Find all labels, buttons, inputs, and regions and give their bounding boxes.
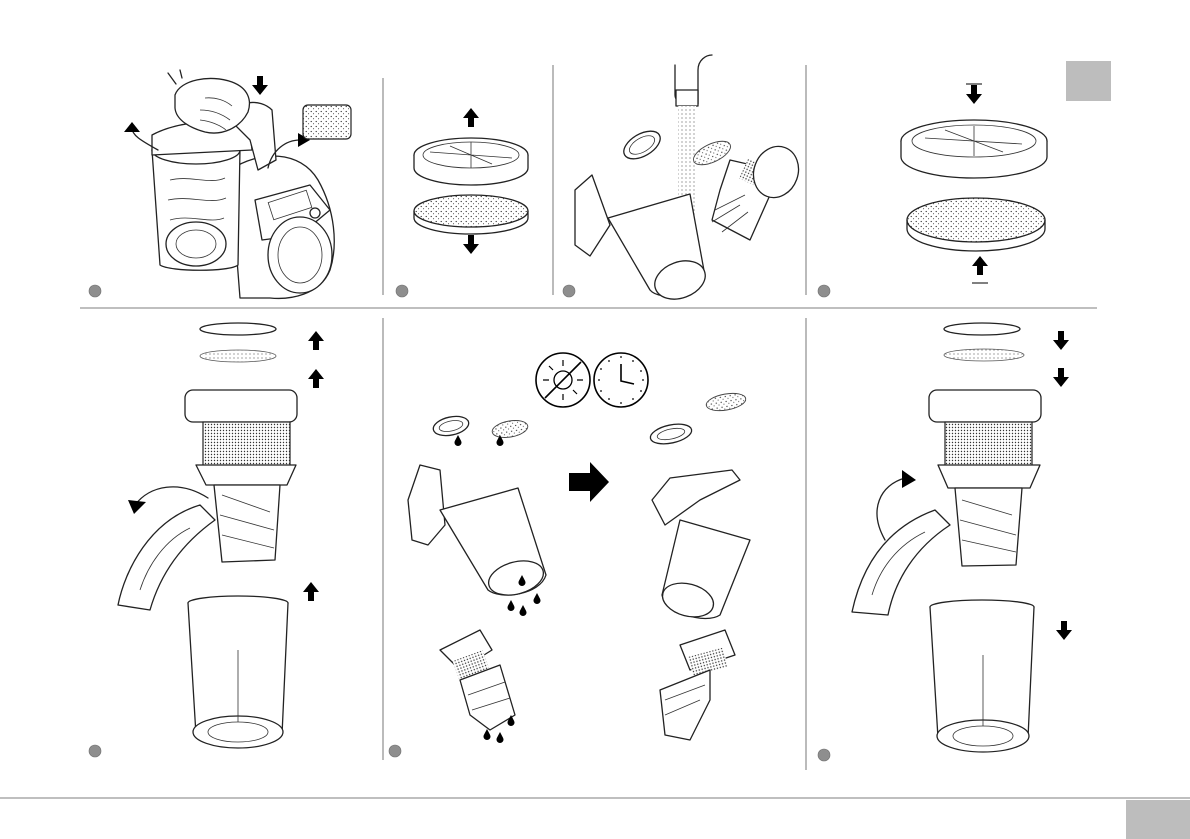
panel-1-open-dust-container [89, 70, 351, 298]
step-badge [396, 285, 408, 297]
step-badge [389, 745, 401, 757]
down-arrow-icon [1053, 331, 1069, 350]
down-arrow-icon [966, 85, 982, 104]
panel-5-disassemble-container [89, 323, 324, 757]
panel-4-reassemble-filters [818, 84, 1047, 297]
up-arrow-icon [303, 582, 319, 601]
no-sunlight-icon [536, 353, 590, 407]
down-arrow-icon [1053, 368, 1069, 387]
page-number-tab [1126, 800, 1190, 839]
press-down-arrow-icon [252, 76, 268, 95]
curved-arrow-icon [128, 500, 146, 514]
panel-6-dry-no-sun-wait [389, 353, 750, 757]
step-badge [563, 285, 575, 297]
step-badge [89, 285, 101, 297]
step-badge [818, 285, 830, 297]
up-arrow-icon [308, 331, 324, 350]
curved-arrow-icon [902, 470, 916, 488]
language-tab [1066, 61, 1111, 101]
curved-arrow-icon [124, 122, 140, 132]
right-arrow-icon [569, 462, 609, 502]
down-arrow-icon [463, 235, 479, 254]
step-badge [818, 749, 830, 761]
panel-3-rinse-under-tap [563, 55, 806, 306]
up-arrow-icon [308, 369, 324, 388]
step-badge [89, 745, 101, 757]
panel-7-reassemble-container [818, 323, 1072, 761]
clock-icon [594, 353, 648, 407]
up-arrow-icon [463, 108, 479, 127]
filter-pad-icon [303, 105, 351, 139]
down-arrow-icon [1056, 621, 1072, 640]
panel-2-separate-filters [396, 108, 528, 297]
up-arrow-icon [972, 256, 988, 275]
